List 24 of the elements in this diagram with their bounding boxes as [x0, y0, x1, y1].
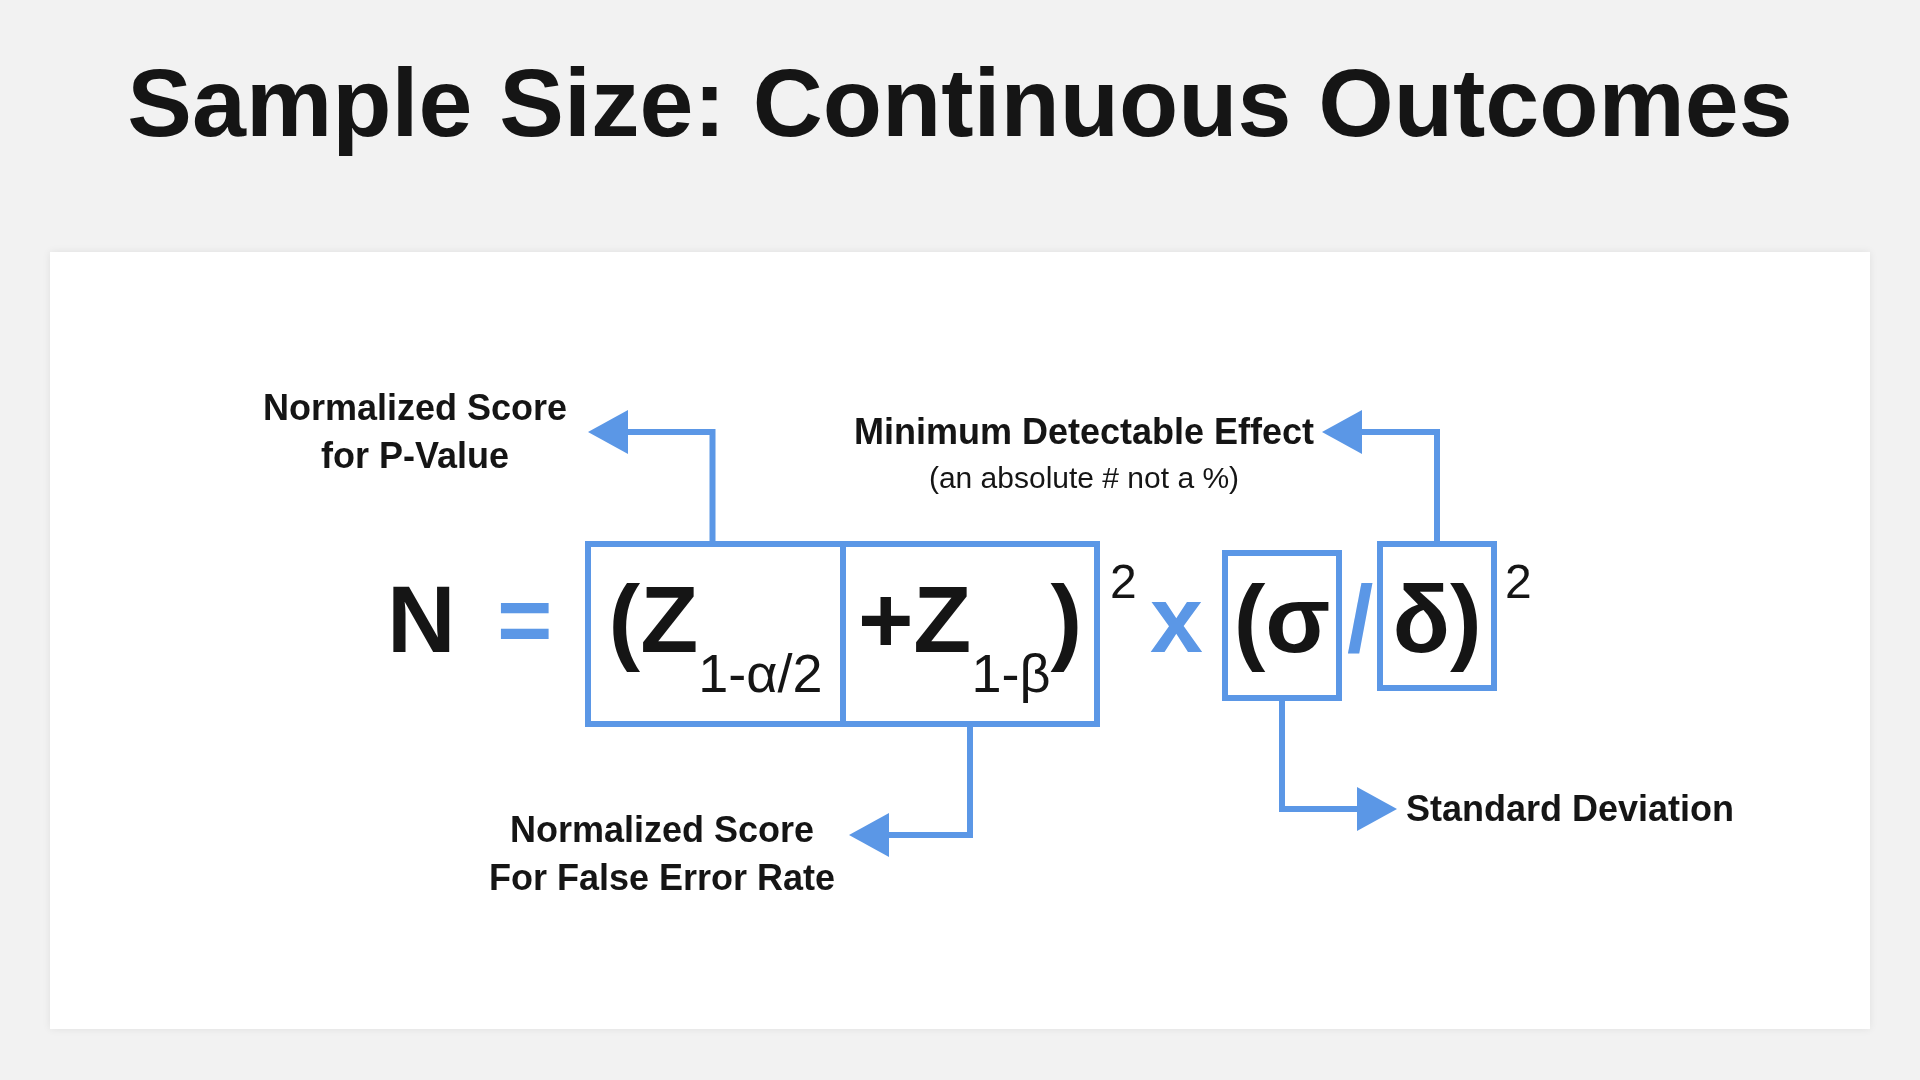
annotation-text: Normalized Score For False Error Rate [483, 806, 841, 902]
highlight-box [840, 541, 1100, 727]
division-slash: / [1347, 565, 1374, 674]
formula-term: δ) [1392, 565, 1482, 674]
annotation-text: Standard Deviation [1405, 785, 1735, 833]
annotation-note: (an absolute # not a %) [928, 460, 1240, 496]
formula-term: (σ [1233, 565, 1331, 674]
annotation-text: Minimum Detectable Effect [853, 410, 1315, 454]
highlight-box [1222, 550, 1342, 701]
multiplication-sign: x [1150, 565, 1203, 674]
variable-symbol: N [387, 565, 456, 674]
formula-term: (Z$_{1-α/2}$ [608, 565, 823, 705]
leader-arrow [588, 410, 716, 541]
formula-term: +Z$_{1-β}$) [857, 565, 1083, 705]
leader-arrow [1322, 410, 1440, 541]
annotation-text: Normalized Score for P-Value [250, 384, 580, 480]
title: Sample Size: Continuous Outcomes [127, 47, 1793, 159]
exponent: 2 [1505, 554, 1532, 610]
highlight-box [1377, 541, 1497, 691]
highlight-box [585, 541, 840, 727]
equals-sign: = [497, 565, 553, 674]
exponent: 2 [1110, 554, 1137, 610]
leader-arrow [849, 727, 973, 857]
leader-arrow [1279, 701, 1397, 831]
